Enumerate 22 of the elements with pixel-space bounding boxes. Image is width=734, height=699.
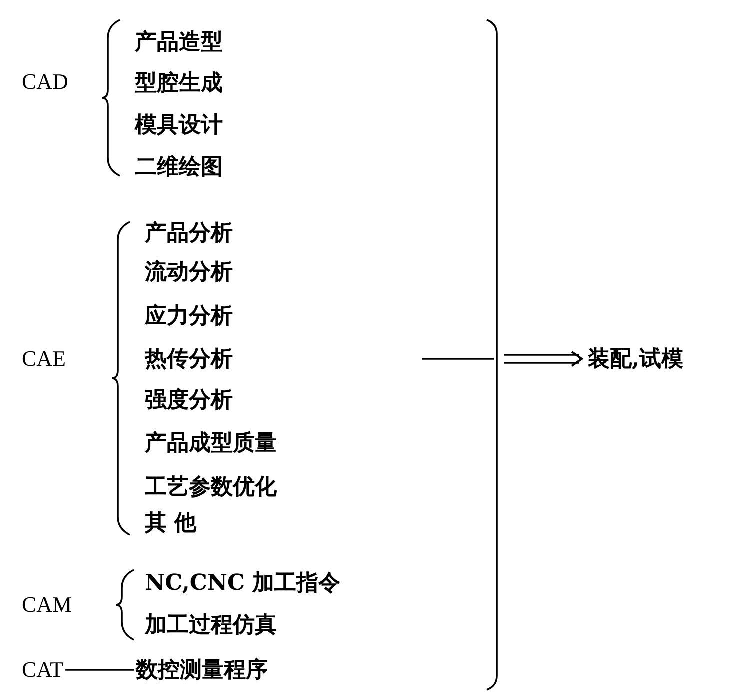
list-item: 产品造型 — [135, 28, 223, 56]
list-item: 二维绘图 — [135, 154, 223, 180]
connector-line — [66, 669, 134, 671]
list-item: 强度分析 — [145, 386, 233, 414]
list-item: 加工过程仿真 — [145, 612, 277, 638]
list-item: 产品成型质量 — [145, 430, 277, 456]
list-item: 应力分析 — [145, 302, 233, 330]
arrow — [421, 351, 583, 367]
group-heading: CAD — [22, 68, 68, 96]
list-item: NC,CNC 加工指令 — [145, 570, 341, 596]
list-item: 热传分析 — [145, 346, 233, 372]
list-item: 型腔生成 — [135, 70, 223, 96]
list-item: 数控测量程序 — [136, 656, 268, 684]
result-text: 装配,试模 — [588, 346, 684, 372]
list-item: 模具设计 — [135, 112, 223, 138]
list-item: 流动分析 — [145, 258, 233, 286]
heading-text: CAT — [22, 656, 64, 684]
group-heading: CAM — [22, 592, 72, 618]
group-heading: CAE — [22, 346, 66, 372]
list-item: 工艺参数优化 — [145, 474, 277, 500]
list-item: 产品分析 — [145, 220, 233, 246]
list-item: 其 他 — [145, 510, 197, 536]
